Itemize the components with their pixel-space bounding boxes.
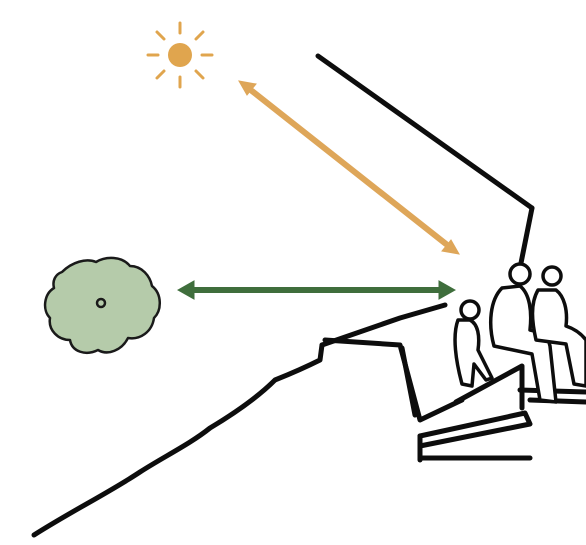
sun-disc [168,43,192,67]
person-child [453,299,494,388]
ground-slope [31,342,325,538]
person-adult-2 [530,265,586,388]
tree-trunk [95,297,107,309]
people-group [453,262,586,404]
sun-angle-arrow [238,80,460,255]
roof-canopy [315,53,535,271]
sun-rays [146,21,214,89]
view-arrow [176,280,457,300]
tree-icon [43,256,161,354]
sun-icon [146,21,214,89]
